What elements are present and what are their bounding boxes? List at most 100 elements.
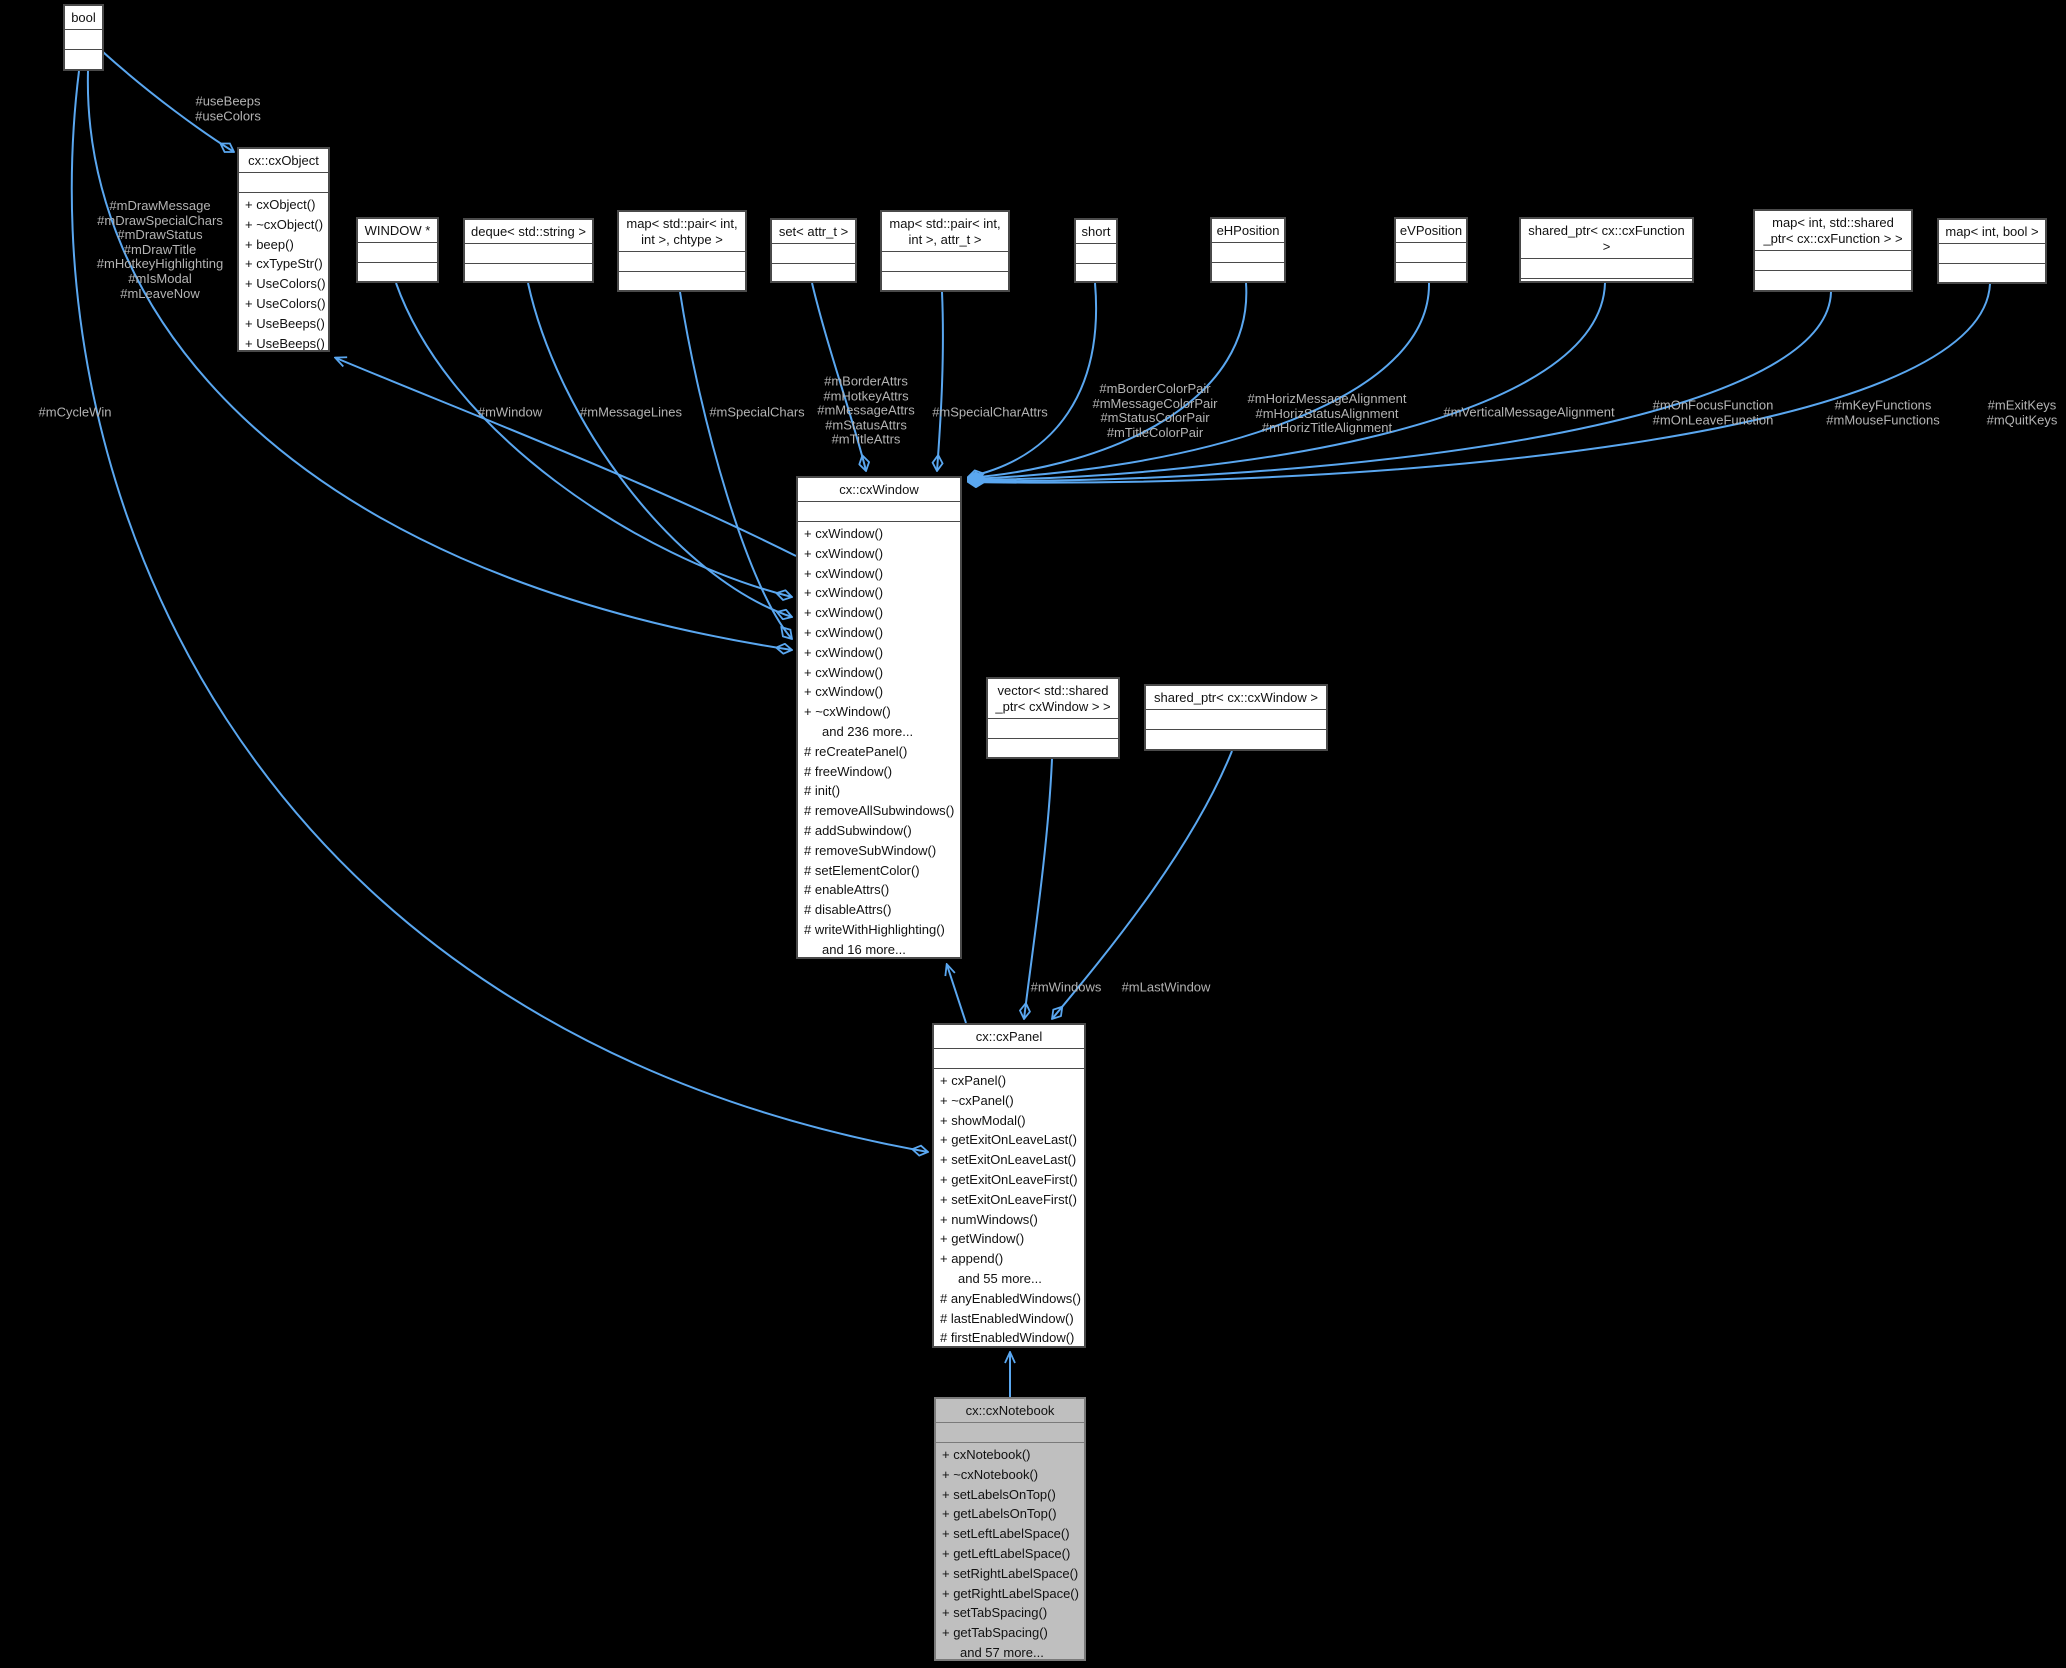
edge-member-label: #mDrawMessage#mDrawSpecialChars#mDrawSta… — [97, 197, 223, 301]
edge-member-label-line: #mBorderAttrs — [824, 373, 908, 389]
class-box-deque-string[interactable]: deque< std::string > — [463, 218, 594, 283]
relation-edge — [1052, 750, 1233, 1019]
class-box-vector-shared-ptr-cxwindow[interactable]: vector< std::shared_ptr< cxWindow > > — [986, 677, 1120, 759]
method-item: # lastEnabledWindow() — [940, 1310, 1074, 1326]
operations-compartment — [619, 272, 745, 290]
method-item: and 236 more... — [822, 723, 914, 739]
method-item: + cxWindow() — [804, 545, 884, 561]
method-item: + setLabelsOnTop() — [942, 1486, 1056, 1502]
method-item: and 16 more... — [822, 941, 906, 957]
method-item: + cxWindow() — [804, 585, 884, 601]
method-item: and 57 more... — [960, 1644, 1044, 1660]
class-title: eVPosition — [1396, 219, 1466, 243]
edge-member-label: #mCycleWin — [38, 404, 112, 421]
class-box-cx-cxobject[interactable]: cx::cxObject+ cxObject()+ ~cxObject()+ b… — [237, 147, 330, 352]
relation-edge — [811, 282, 866, 471]
operations-compartment — [1146, 730, 1326, 749]
relation-edge — [968, 282, 1606, 480]
class-box-map-pair-attr-t[interactable]: map< std::pair< int,int >, attr_t > — [880, 210, 1010, 292]
method-item: # removeAllSubwindows() — [804, 803, 955, 819]
class-title-line: map< int, std::shared — [1772, 215, 1894, 230]
edge-member-label: #mWindow — [478, 405, 542, 421]
method-item: # freeWindow() — [804, 763, 893, 779]
relation-edge — [70, 70, 928, 1152]
method-item: + getWindow() — [940, 1231, 1025, 1247]
class-title-line: cx::cxObject — [248, 153, 319, 168]
operations-compartment — [1755, 271, 1911, 290]
method-item: + numWindows() — [940, 1211, 1038, 1227]
class-title-line: map< std::pair< int, — [889, 216, 1001, 231]
edge-member-label-line: #mSpecialCharAttrs — [932, 404, 1048, 420]
class-box-map-pair-chtype[interactable]: map< std::pair< int,int >, chtype > — [617, 210, 747, 292]
class-box-bool[interactable]: bool — [63, 4, 104, 71]
edge-member-label-line: #mSpecialChars — [709, 404, 805, 420]
class-box-shared-ptr-cxwindow[interactable]: shared_ptr< cx::cxWindow > — [1144, 684, 1328, 751]
edge-member-label: #mKeyFunctions#mMouseFunctions — [1826, 398, 1939, 427]
edge-member-label-line: #mMessageAttrs — [817, 402, 915, 418]
methods-compartment: + cxPanel()+ ~cxPanel()+ showModal()+ ge… — [934, 1069, 1084, 1346]
class-title-line: shared_ptr< cx::cxFunction > — [1528, 223, 1685, 254]
class-title-line: cx::cxWindow — [839, 482, 919, 497]
attributes-compartment — [772, 244, 855, 264]
class-box-short[interactable]: short — [1074, 218, 1118, 283]
class-box-set-attr-t[interactable]: set< attr_t > — [770, 218, 857, 283]
method-item: # enableAttrs() — [804, 882, 890, 898]
edge-member-label-line: #mDrawStatus — [117, 227, 203, 243]
method-item: + cxWindow() — [804, 605, 884, 621]
relation-edge — [968, 291, 1832, 481]
class-title-line: map< std::pair< int, — [626, 216, 738, 231]
edge-member-label-line: #mVerticalMessageAlignment — [1443, 404, 1615, 420]
edge-member-label-line: #mHotkeyAttrs — [823, 388, 909, 404]
attributes-compartment — [936, 1423, 1084, 1443]
class-title-line: cx::cxNotebook — [965, 1403, 1055, 1418]
class-title: deque< std::string > — [465, 220, 592, 244]
class-box-shared-ptr-cxfunction[interactable]: shared_ptr< cx::cxFunction > — [1519, 217, 1694, 283]
class-title-line: bool — [71, 10, 96, 25]
attributes-compartment — [798, 502, 960, 522]
class-box-cx-cxwindow[interactable]: cx::cxWindow+ cxWindow()+ cxWindow()+ cx… — [796, 476, 962, 959]
class-box-map-int-shared-ptr-cxfunction[interactable]: map< int, std::shared_ptr< cx::cxFunctio… — [1753, 209, 1913, 292]
edge-member-label-line: #mDrawMessage — [109, 197, 211, 213]
edge-member-label: #mVerticalMessageAlignment — [1443, 404, 1615, 421]
class-title-line: eHPosition — [1216, 223, 1280, 238]
edge-member-label: #mMessageLines — [580, 404, 682, 421]
relation-edge — [679, 291, 792, 639]
operations-compartment — [1076, 264, 1116, 281]
class-title: short — [1076, 220, 1116, 244]
method-item: + setLeftLabelSpace() — [942, 1526, 1070, 1542]
edge-member-label-line: #mOnLeaveFunction — [1652, 412, 1774, 427]
relation-edge — [395, 282, 792, 597]
class-box-map-int-bool[interactable]: map< int, bool > — [1937, 218, 2047, 284]
edge-member-label-line: #mCycleWin — [38, 404, 112, 420]
attributes-compartment — [882, 252, 1008, 272]
class-box-ehposition[interactable]: eHPosition — [1210, 217, 1286, 283]
method-item: # reCreatePanel() — [804, 743, 908, 759]
class-title: map< int, std::shared_ptr< cx::cxFunctio… — [1755, 211, 1911, 251]
edge-member-label-line: #mDrawTitle — [123, 241, 197, 257]
operations-compartment — [1212, 263, 1284, 281]
edge-member-label-line: #mStatusAttrs — [825, 417, 907, 433]
class-title: bool — [65, 6, 102, 30]
class-box-cx-cxpanel[interactable]: cx::cxPanel+ cxPanel()+ ~cxPanel()+ show… — [932, 1023, 1086, 1348]
class-title-line: int >, chtype > — [641, 232, 723, 247]
edge-member-label: #mSpecialCharAttrs — [932, 404, 1048, 421]
method-item: + getTabSpacing() — [942, 1625, 1048, 1641]
class-title-line: int >, attr_t > — [908, 232, 982, 247]
attributes-compartment — [1396, 243, 1466, 263]
class-title: cx::cxPanel — [934, 1025, 1084, 1049]
method-item: # setElementColor() — [804, 862, 920, 878]
edge-member-label: #mBorderColorPair#mMessageColorPair#mSta… — [1093, 380, 1218, 440]
class-box-cx-cxnotebook[interactable]: cx::cxNotebook+ cxNotebook()+ ~cxNoteboo… — [934, 1397, 1086, 1661]
method-item: + ~cxNotebook() — [942, 1466, 1039, 1482]
attributes-compartment — [239, 173, 328, 193]
operations-compartment — [65, 50, 102, 69]
class-title-line: eVPosition — [1399, 223, 1463, 238]
method-item: + cxWindow() — [804, 526, 884, 541]
method-item: # removeSubWindow() — [804, 842, 937, 858]
method-item: # disableAttrs() — [804, 902, 892, 918]
class-title: map< std::pair< int,int >, attr_t > — [882, 212, 1008, 252]
class-box-evposition[interactable]: eVPosition — [1394, 217, 1468, 283]
class-box-window-ptr[interactable]: WINDOW * — [356, 217, 439, 283]
edge-member-label-line: #mBorderColorPair — [1099, 380, 1211, 396]
edge-member-label-line: #mMessageLines — [580, 404, 682, 420]
